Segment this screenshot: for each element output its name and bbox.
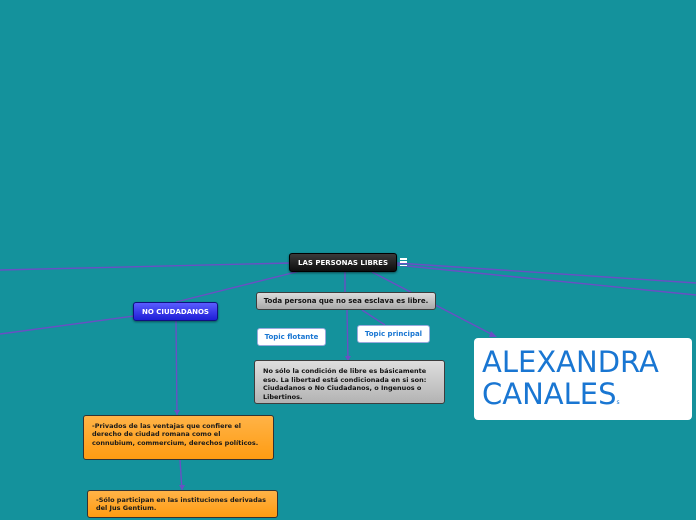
menu-icon[interactable] <box>400 258 407 266</box>
link-toda-principal <box>361 309 386 326</box>
central-topic[interactable]: LAS PERSONAS LIBRES <box>289 253 397 272</box>
topic-toda-persona-label: Toda persona que no sea esclava es libre… <box>263 297 429 305</box>
link-root-no-ciudadanos <box>175 270 301 303</box>
topic-no-ciudadanos[interactable]: NO CIUDADANOS <box>133 302 218 321</box>
link-nociud-left-offscreen <box>0 315 135 335</box>
topic-toda-persona[interactable]: Toda persona que no sea esclava es libre… <box>256 292 436 310</box>
topic-flotante[interactable]: Topic flotante <box>257 328 326 346</box>
link-nociud-privados <box>175 320 178 416</box>
topic-no-solo[interactable]: No sólo la condición de libre es básicam… <box>254 360 445 404</box>
link-root-right-offscreen-1 <box>396 262 696 284</box>
author-name: ALEXANDRA CANALES <box>482 345 659 411</box>
topic-no-solo-text: No sólo la condición de libre es básicam… <box>263 367 427 401</box>
link-root-right-offscreen-2 <box>396 264 696 296</box>
topic-principal[interactable]: Topic principal <box>357 325 430 343</box>
topic-alexandra-canales[interactable]: ALEXANDRA CANALESs <box>474 338 692 420</box>
central-topic-label: LAS PERSONAS LIBRES <box>297 258 389 267</box>
topic-privados[interactable]: -Privados de las ventajas que confiere e… <box>83 415 274 460</box>
author-suffix: s <box>616 399 620 406</box>
topic-principal-label: Topic principal <box>364 330 423 338</box>
link-toda-nosolo <box>346 309 349 361</box>
topic-privados-text: -Privados de las ventajas que confiere e… <box>92 422 259 447</box>
topic-solo-participan-text: -Sólo participan en las instituciones de… <box>96 496 266 513</box>
topic-flotante-label: Topic flotante <box>264 333 319 341</box>
link-root-left-offscreen <box>0 262 291 271</box>
topic-solo-participan[interactable]: -Sólo participan en las instituciones de… <box>87 490 278 518</box>
topic-no-ciudadanos-label: NO CIUDADANOS <box>142 307 209 316</box>
